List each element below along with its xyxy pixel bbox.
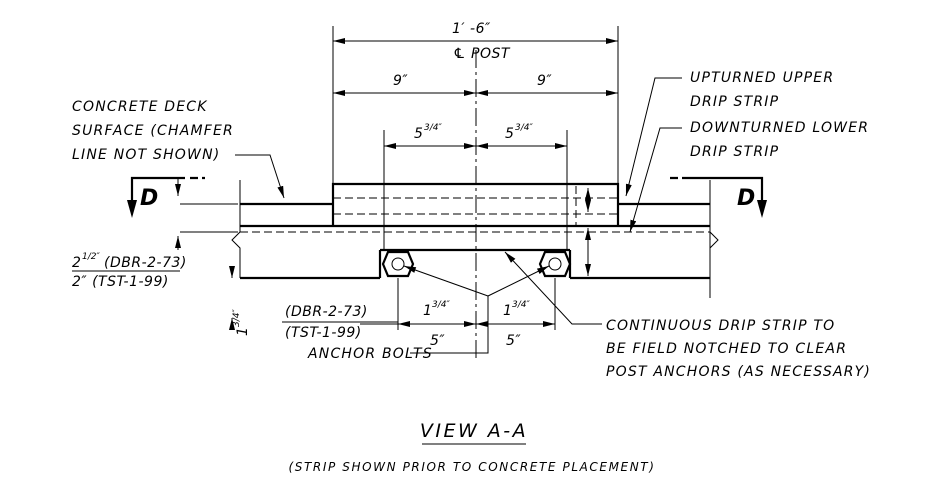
label-downturned-lower-strip: DOWNTURNED LOWER DRIP STRIP: [690, 120, 869, 160]
anchor-bolt-right: [538, 250, 572, 278]
svg-text:2: 2: [72, 255, 81, 271]
dim-half-right: 9″: [537, 73, 552, 89]
svg-text:POST ANCHORS (AS NECESSARY): POST ANCHORS (AS NECESSARY): [606, 364, 871, 380]
extension-lines: [332, 26, 711, 330]
section-marker-left: D: [127, 176, 205, 218]
svg-text:UPTURNED UPPER: UPTURNED UPPER: [690, 70, 834, 86]
svg-text:5: 5: [414, 126, 423, 142]
svg-text:3/4″: 3/4″: [232, 309, 242, 327]
svg-text:DRIP STRIP: DRIP STRIP: [690, 144, 779, 160]
view-title: VIEW A-A: [420, 420, 528, 442]
dim-half-left: 9″: [393, 73, 408, 89]
dim-offset-left: 1 3/4″: [423, 300, 450, 319]
svg-text:2″ (TST-1-99): 2″ (TST-1-99): [72, 274, 169, 290]
view-subtitle: (STRIP SHOWN PRIOR TO CONCRETE PLACEMENT…: [288, 460, 655, 474]
svg-text:CONTINUOUS DRIP STRIP TO: CONTINUOUS DRIP STRIP TO: [606, 318, 835, 334]
svg-text:3/4″: 3/4″: [432, 300, 450, 310]
dim-five-left: 5″: [430, 333, 445, 349]
svg-text:1: 1: [503, 303, 512, 319]
dim-bolt-left: 5 3/4″: [414, 123, 442, 142]
label-continuous-drip-strip: CONTINUOUS DRIP STRIP TO BE FIELD NOTCHE…: [606, 318, 871, 380]
svg-text:3/4″: 3/4″: [512, 300, 530, 310]
svg-text:(TST-1-99): (TST-1-99): [285, 325, 362, 341]
section-letter-right: D: [737, 186, 755, 211]
dim-vertical: 1 3/4″: [232, 309, 251, 336]
section-marker-right: D: [670, 176, 767, 218]
dim-center-line: ℄ POST: [453, 46, 511, 62]
svg-text:3/4″: 3/4″: [424, 123, 442, 133]
anchor-bolt-left: [381, 250, 415, 278]
svg-text:DRIP STRIP: DRIP STRIP: [690, 94, 779, 110]
dim-five-right: 5″: [506, 333, 521, 349]
leader-lines: [235, 77, 682, 354]
section-letter-left: D: [140, 186, 158, 211]
svg-text:5: 5: [505, 126, 514, 142]
svg-text:LINE NOT SHOWN): LINE NOT SHOWN): [72, 147, 220, 163]
svg-text:SURFACE (CHAMFER: SURFACE (CHAMFER: [72, 123, 234, 139]
svg-text:1/2″: 1/2″: [82, 252, 100, 262]
dim-overall: 1′ -6″: [452, 21, 491, 37]
label-upturned-upper-strip: UPTURNED UPPER DRIP STRIP: [690, 70, 834, 110]
svg-text:3/4″: 3/4″: [515, 123, 533, 133]
svg-text:(DBR-2-73): (DBR-2-73): [285, 304, 368, 320]
dim-bolt-right: 5 3/4″: [505, 123, 533, 142]
svg-text:(DBR-2-73): (DBR-2-73): [104, 255, 187, 271]
svg-text:BE FIELD NOTCHED TO CLEAR: BE FIELD NOTCHED TO CLEAR: [606, 341, 847, 357]
standard-references: (DBR-2-73) (TST-1-99): [282, 304, 398, 341]
dim-depth: 2 1/2″ (DBR-2-73) 2″ (TST-1-99): [72, 252, 187, 290]
deck-section: [231, 180, 719, 280]
label-concrete-deck: CONCRETE DECK SURFACE (CHAMFER LINE NOT …: [72, 99, 234, 163]
svg-text:CONCRETE DECK: CONCRETE DECK: [72, 99, 208, 115]
dimension-lines: [175, 38, 618, 330]
svg-text:DOWNTURNED LOWER: DOWNTURNED LOWER: [690, 120, 869, 136]
svg-text:1: 1: [235, 327, 251, 336]
dim-offset-right: 1 3/4″: [503, 300, 530, 319]
svg-text:1: 1: [423, 303, 432, 319]
label-anchor-bolts: ANCHOR BOLTS: [307, 346, 433, 362]
